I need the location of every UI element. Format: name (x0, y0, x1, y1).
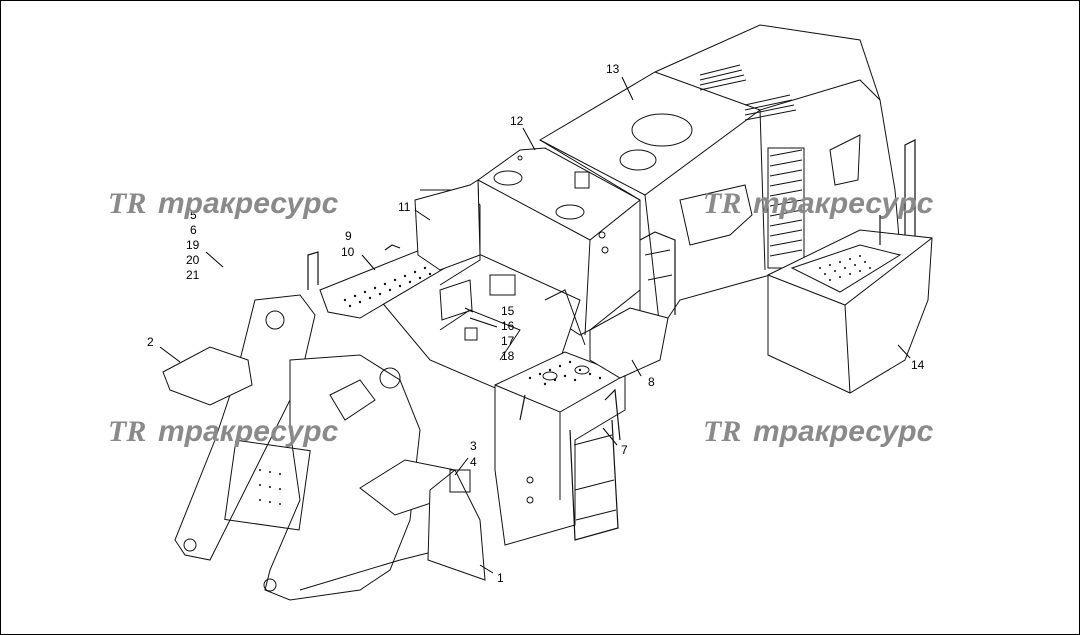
battery-box (494, 351, 626, 546)
watermark-top-left: ТR тракресурс (108, 187, 339, 220)
front-frame (174, 294, 481, 601)
bolt-bracket (439, 274, 516, 321)
callout-6: 6 (190, 223, 197, 237)
callout-9: 9 (345, 229, 352, 243)
callout-3: 3 (470, 439, 477, 453)
callout-11: 11 (398, 200, 411, 214)
watermark-logo: ТR (703, 415, 741, 448)
watermark-bottom-left: ТR тракресурс (108, 415, 339, 448)
counterweight (767, 215, 933, 394)
watermark-bottom-right: ТR тракресурс (703, 415, 934, 448)
step-platform-left (307, 244, 457, 319)
watermark-top-right: ТR тракресурс (703, 187, 934, 220)
callout-17: 17 (501, 334, 515, 348)
callout-1: 1 (497, 571, 504, 585)
callout-2: 2 (147, 335, 154, 349)
callout-7: 7 (621, 443, 628, 457)
callout-15: 15 (501, 304, 515, 318)
callout-20: 20 (186, 253, 200, 267)
callout-19: 19 (186, 238, 200, 252)
callout-5: 5 (190, 208, 197, 222)
rear-step-box (589, 231, 676, 379)
watermark-text: тракресурс (753, 187, 934, 220)
callout-8: 8 (648, 375, 655, 389)
callout-14: 14 (911, 358, 925, 372)
front-fender (359, 459, 486, 581)
machine-line-art (162, 24, 933, 601)
watermark-text: тракресурс (753, 415, 934, 448)
callout-10: 10 (341, 245, 355, 259)
callout-13: 13 (606, 62, 620, 76)
engine-hood (539, 24, 916, 331)
watermark-text: тракресурс (158, 415, 339, 448)
watermark-text: тракресурс (158, 187, 339, 220)
left-fender (162, 346, 253, 406)
callout-4: 4 (470, 455, 477, 469)
watermark-logo: ТR (108, 187, 146, 220)
callout-21: 21 (186, 268, 200, 282)
callout-labels: 1 2 3 4 5 6 7 8 9 10 11 12 13 14 15 16 1… (147, 62, 925, 585)
leader-lines (159, 76, 911, 574)
watermark-logo: ТR (108, 415, 146, 448)
callout-18: 18 (501, 349, 515, 363)
watermark-logo: ТR (703, 187, 741, 220)
cab-rear-panel (414, 179, 481, 271)
callout-16: 16 (501, 319, 515, 333)
callout-12: 12 (510, 114, 524, 128)
